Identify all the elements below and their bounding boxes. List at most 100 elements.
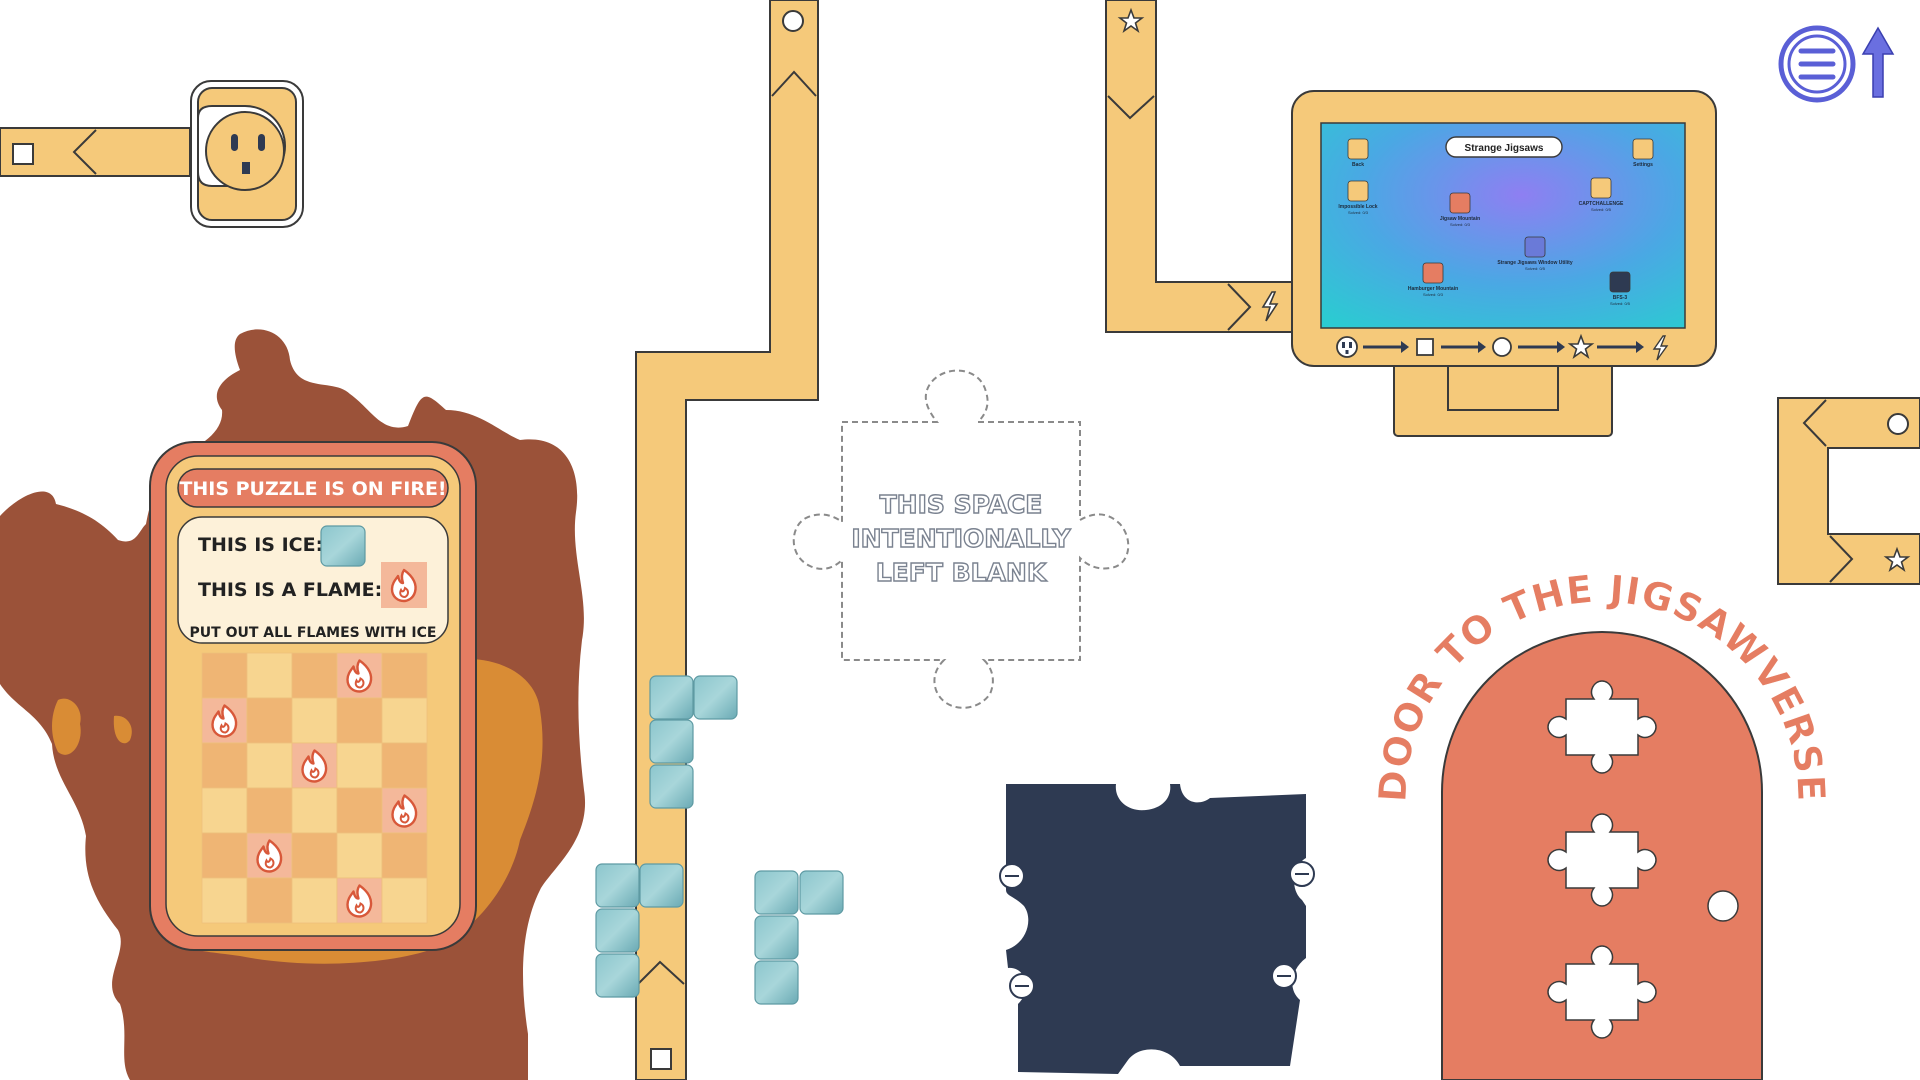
window-title-pill (1445, 136, 1563, 158)
cable-top-center (635, 0, 819, 1080)
fire-puzzle-card[interactable]: THIS PUZZLE IS ON FIRE! THIS IS ICE: THI… (149, 441, 477, 951)
fire-banner (177, 468, 449, 508)
blank-puzzle-piece: THIS SPACE INTENTIONALLY LEFT BLANK (792, 369, 1130, 709)
app-icon (1524, 236, 1546, 258)
square-socket-icon (12, 143, 34, 165)
door-knob[interactable] (1707, 890, 1739, 922)
up-arrow-icon[interactable] (1861, 26, 1895, 98)
grid-cell[interactable] (246, 697, 293, 744)
app-icon (1422, 262, 1444, 284)
instruction-text: PUT OUT ALL FLAMES WITH ICE (190, 625, 437, 641)
grid-cell[interactable] (381, 742, 428, 789)
grid-cell[interactable] (291, 697, 338, 744)
cable-top-right (1105, 0, 1293, 333)
flame-icon (391, 794, 418, 828)
app-name: CAPTCHALLENGE (1579, 201, 1624, 207)
grid-cell[interactable] (246, 652, 293, 699)
grid-cell[interactable] (246, 877, 293, 924)
app-name: BFS-3 (1613, 295, 1628, 301)
grid-cell[interactable] (201, 742, 248, 789)
app-name: Hamburger Mountain (1408, 286, 1458, 292)
flame-icon (390, 568, 417, 603)
app-name: Jigsaw Mountain (1440, 216, 1480, 222)
blank-line-3: LEFT BLANK (876, 558, 1048, 587)
app-icon (1632, 138, 1654, 160)
ice-block[interactable] (639, 863, 684, 908)
ice-block[interactable] (799, 870, 844, 915)
grid-cell[interactable] (291, 877, 338, 924)
circle-socket-icon (782, 10, 804, 32)
star-socket-icon (1117, 7, 1145, 34)
grid-cell[interactable] (381, 697, 428, 744)
app-name: Settings (1633, 162, 1653, 168)
door-piece-slot[interactable] (1547, 945, 1657, 1039)
app-progress: Solved: 0/5 (1610, 301, 1631, 306)
door-piece-slot[interactable] (1547, 813, 1657, 907)
grid-cell[interactable] (381, 832, 428, 879)
circle-icon (1492, 337, 1512, 357)
lightning-socket-icon (1261, 291, 1279, 322)
ice-block[interactable] (649, 719, 694, 764)
app-icon (1449, 192, 1471, 214)
grid-cell[interactable] (291, 832, 338, 879)
ice-block[interactable] (649, 764, 694, 809)
grid-cell[interactable] (291, 652, 338, 699)
ice-block[interactable] (754, 870, 799, 915)
ice-label: THIS IS ICE: (198, 534, 323, 556)
app-icon (1347, 138, 1369, 160)
grid-cell[interactable] (336, 742, 383, 789)
app-name: Impossible Lock (1338, 204, 1377, 210)
app-name: Back (1352, 162, 1364, 168)
grid-cell[interactable] (381, 877, 428, 924)
grid-cell[interactable] (201, 832, 248, 879)
cable-right-edge (1777, 397, 1920, 585)
grid-cell[interactable] (246, 742, 293, 789)
ice-block[interactable] (754, 915, 799, 960)
flame-icon (256, 839, 283, 873)
desktop-app[interactable]: Settings (1632, 138, 1654, 168)
grid-cell[interactable] (336, 697, 383, 744)
grid-cell[interactable] (246, 787, 293, 834)
ice-blocks[interactable] (595, 675, 844, 1005)
flame-icon (346, 884, 373, 918)
ice-block[interactable] (754, 960, 799, 1005)
app-name: Strange Jigsaws Window Utility (1497, 260, 1572, 266)
grid-cell[interactable] (201, 787, 248, 834)
flame-label: THIS IS A FLAME: (198, 579, 382, 601)
ice-block[interactable] (595, 863, 640, 908)
grid-cell[interactable] (336, 787, 383, 834)
ice-block[interactable] (649, 675, 694, 720)
grid-cell[interactable] (201, 652, 248, 699)
wall-outlet[interactable] (190, 80, 304, 228)
square-socket-icon (650, 1048, 672, 1070)
grid-cell[interactable] (291, 787, 338, 834)
navy-puzzle-piece[interactable] (999, 784, 1315, 1074)
grid-cell[interactable] (336, 832, 383, 879)
ice-block[interactable] (595, 908, 640, 953)
blank-line-2: INTENTIONALLY (851, 524, 1071, 553)
puzzle-grid[interactable] (201, 652, 428, 924)
square-icon (1416, 338, 1434, 356)
ice-sample (320, 525, 366, 567)
sequence-row (1336, 333, 1669, 361)
ice-block[interactable] (595, 953, 640, 998)
desktop-app[interactable]: Back (1347, 138, 1369, 168)
outlet-face-icon (205, 111, 285, 191)
grid-cell[interactable] (201, 877, 248, 924)
grid-cell[interactable] (381, 652, 428, 699)
app-progress: Solved: 0/3 (1423, 292, 1444, 297)
jigsawverse-door[interactable] (1441, 631, 1763, 1080)
menu-button[interactable] (1778, 25, 1856, 103)
lightning-icon (1652, 335, 1669, 361)
flame-icon (211, 704, 238, 738)
door-piece-slot[interactable] (1547, 680, 1657, 774)
ice-block[interactable] (693, 675, 738, 720)
